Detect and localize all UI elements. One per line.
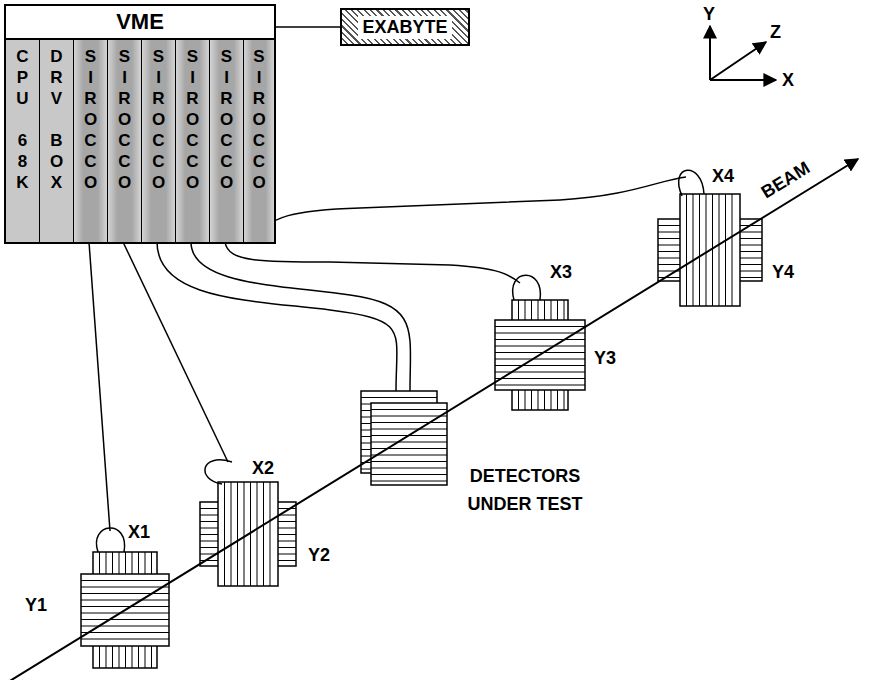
slot-label: SIROCCO bbox=[186, 46, 199, 242]
group-label: DETECTORS UNDER TEST bbox=[455, 462, 595, 518]
axes bbox=[710, 26, 776, 80]
vme-module: SIROCCO bbox=[176, 40, 210, 242]
detector-stations bbox=[81, 194, 762, 668]
vme-module: SIROCCO bbox=[244, 40, 274, 242]
vme-module: CPU 68K bbox=[6, 40, 40, 242]
vme-module: SIROCCO bbox=[74, 40, 108, 242]
slot-label: SIROCCO bbox=[84, 46, 97, 242]
vme-crate: VME CPU 68K DRV BOX SIROCCO SIROCCO SIROCCO SI… bbox=[4, 4, 276, 244]
plane-label: Y4 bbox=[772, 262, 794, 282]
slot-label: SIROCCO bbox=[118, 46, 131, 242]
beam-label: BEAM bbox=[757, 158, 813, 203]
axis-label: Z bbox=[770, 22, 781, 42]
slot-label: CPU 68K bbox=[16, 46, 28, 242]
plane-label: X3 bbox=[550, 262, 572, 282]
crate-title: VME bbox=[6, 6, 274, 40]
vme-module: SIROCCO bbox=[142, 40, 176, 242]
tape-drive-box: EXABYTE bbox=[340, 8, 470, 46]
plane-label: Y2 bbox=[308, 545, 330, 565]
vme-module: SIROCCO bbox=[108, 40, 142, 242]
plane-label: Y3 bbox=[594, 348, 616, 368]
slot-label: DRV BOX bbox=[50, 46, 63, 242]
plane-label: X4 bbox=[712, 166, 734, 186]
slot-label: SIROCCO bbox=[152, 46, 165, 242]
axis-label: X bbox=[782, 70, 794, 90]
plane-label: Y1 bbox=[25, 595, 47, 615]
plane-label: X1 bbox=[128, 522, 150, 542]
device-label: EXABYTE bbox=[358, 16, 451, 39]
axis-label: Y bbox=[703, 4, 715, 24]
slot-label: SIROCCO bbox=[220, 46, 233, 242]
connection-line bbox=[276, 26, 340, 28]
plane-label: X2 bbox=[252, 458, 274, 478]
vme-module: DRV BOX bbox=[40, 40, 74, 242]
y-strip-plane bbox=[371, 403, 447, 485]
vme-module: SIROCCO bbox=[210, 40, 244, 242]
slot-label: SIROCCO bbox=[252, 46, 265, 242]
